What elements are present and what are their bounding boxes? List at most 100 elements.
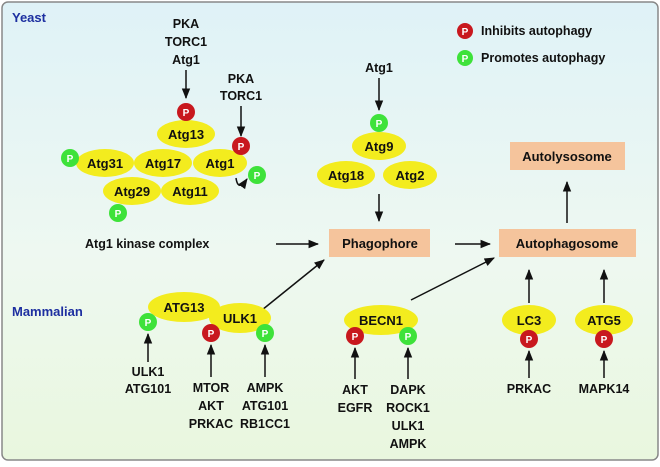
svg-text:Atg29: Atg29 <box>114 184 150 199</box>
regulator-atg1-atg9: Atg1 <box>365 61 393 75</box>
svg-text:Atg11: Atg11 <box>172 184 207 199</box>
svg-text:AKT: AKT <box>342 383 368 397</box>
svg-text:ATG13: ATG13 <box>164 300 205 315</box>
node-atg9 <box>352 132 406 160</box>
atg1-complex-label: Atg1 kinase complex <box>85 237 209 251</box>
yeast-upstream-regulators: PKA TORC1 Atg1 PKA TORC1 <box>165 17 262 138</box>
promote-p-ulk1-icon <box>256 324 274 342</box>
ulk1-complex: ATG13 ULK1 P P P ULK1 ATG101 MTOR AKT PR… <box>125 292 290 431</box>
svg-text:P: P <box>208 329 215 340</box>
svg-text:Autophagosome: Autophagosome <box>516 236 619 251</box>
regulator-torc1: TORC1 <box>165 35 207 49</box>
inhibit-p-atg1-icon <box>232 137 250 155</box>
svg-text:Atg18: Atg18 <box>328 168 364 183</box>
legend-inhibit-p: P <box>462 27 469 38</box>
svg-text:DAPK: DAPK <box>390 383 425 397</box>
svg-text:ATG5: ATG5 <box>587 313 621 328</box>
svg-text:P: P <box>262 329 269 340</box>
svg-text:P: P <box>526 335 533 346</box>
promote-p-atg13-m-icon <box>139 313 157 331</box>
svg-text:AKT: AKT <box>198 399 224 413</box>
node-lc3 <box>502 305 556 335</box>
inhibit-p-ulk1-icon <box>202 324 220 342</box>
svg-text:Atg13: Atg13 <box>168 127 204 142</box>
svg-text:P: P <box>352 332 359 343</box>
inhibit-p-lc3-icon <box>520 330 538 348</box>
node-atg1 <box>193 149 247 177</box>
node-atg2 <box>383 161 437 189</box>
svg-text:ULK1: ULK1 <box>132 365 165 379</box>
regulator-torc1-atg1: TORC1 <box>220 89 262 103</box>
atg9-module: Atg1 Atg9 Atg18 Atg2 P <box>317 61 437 223</box>
svg-text:ATG101: ATG101 <box>125 382 171 396</box>
svg-text:ATG101: ATG101 <box>242 399 288 413</box>
svg-text:Phagophore: Phagophore <box>342 236 418 251</box>
becn1-module: BECN1 P P AKT EGFR DAPK ROCK1 ULK1 AMPK <box>338 305 430 451</box>
svg-text:Atg1: Atg1 <box>206 156 235 171</box>
node-atg31 <box>76 149 134 177</box>
node-atg13 <box>157 120 215 148</box>
node-atg13-mammalian <box>148 292 220 322</box>
regulator-atg1: Atg1 <box>172 53 200 67</box>
svg-text:LC3: LC3 <box>517 313 542 328</box>
svg-text:AMPK: AMPK <box>247 381 284 395</box>
svg-text:Atg31: Atg31 <box>87 156 123 171</box>
svg-text:Autolysosome: Autolysosome <box>522 149 612 164</box>
node-atg11 <box>161 177 219 205</box>
svg-text:BECN1: BECN1 <box>359 313 403 328</box>
box-autolysosome <box>510 142 625 170</box>
promote-p-atg1-auto-icon <box>248 166 266 184</box>
legend-inhibit-label: Inhibits autophagy <box>481 24 592 38</box>
svg-text:P: P <box>405 332 412 343</box>
promote-p-atg29-icon <box>109 204 127 222</box>
svg-text:P: P <box>145 318 152 329</box>
svg-text:P: P <box>115 209 122 220</box>
svg-text:ULK1: ULK1 <box>223 311 257 326</box>
svg-text:Atg9: Atg9 <box>365 139 394 154</box>
svg-text:ROCK1: ROCK1 <box>386 401 430 415</box>
atg5-module: ATG5 P MAPK14 <box>575 268 633 396</box>
svg-text:AMPK: AMPK <box>390 437 427 451</box>
svg-text:Atg17: Atg17 <box>145 156 181 171</box>
svg-text:MTOR: MTOR <box>193 381 230 395</box>
box-autophagosome <box>499 229 636 257</box>
box-phagophore <box>329 229 430 257</box>
legend-inhibit-icon <box>457 23 473 39</box>
autophosphorylation-arrow <box>235 177 248 190</box>
node-becn1 <box>344 305 418 335</box>
svg-text:PRKAC: PRKAC <box>189 417 233 431</box>
legend: P Inhibits autophagy P Promotes autophag… <box>457 23 605 66</box>
svg-text:P: P <box>601 335 608 346</box>
section-label-yeast: Yeast <box>12 10 47 25</box>
svg-text:P: P <box>183 108 190 119</box>
regulator-pka-atg1: PKA <box>228 72 254 86</box>
inhibit-p-atg5-icon <box>595 330 613 348</box>
promote-p-atg9-icon <box>370 114 388 132</box>
node-atg18 <box>317 161 375 189</box>
promote-p-atg31-icon <box>61 149 79 167</box>
svg-text:PRKAC: PRKAC <box>507 382 551 396</box>
atg1-kinase-complex: Atg13 Atg31 Atg17 Atg1 Atg29 Atg11 P P P… <box>61 103 266 222</box>
node-atg5 <box>575 305 633 335</box>
inhibit-p-becn1-icon <box>346 327 364 345</box>
svg-text:MAPK14: MAPK14 <box>579 382 630 396</box>
node-ulk1 <box>209 303 271 333</box>
svg-text:P: P <box>67 154 74 165</box>
lc3-module: LC3 P PRKAC <box>502 268 556 396</box>
inhibit-p-atg13-icon <box>177 103 195 121</box>
svg-text:EGFR: EGFR <box>338 401 373 415</box>
svg-text:P: P <box>254 171 261 182</box>
svg-text:P: P <box>238 142 245 153</box>
svg-text:Atg2: Atg2 <box>396 168 425 183</box>
legend-promote-icon <box>457 50 473 66</box>
svg-text:RB1CC1: RB1CC1 <box>240 417 290 431</box>
svg-text:P: P <box>376 119 383 130</box>
node-atg29 <box>103 177 161 205</box>
legend-promote-label: Promotes autophagy <box>481 51 605 65</box>
promote-p-becn1-icon <box>399 327 417 345</box>
legend-promote-p: P <box>462 54 469 65</box>
node-atg17 <box>134 149 192 177</box>
regulator-pka: PKA <box>173 17 199 31</box>
